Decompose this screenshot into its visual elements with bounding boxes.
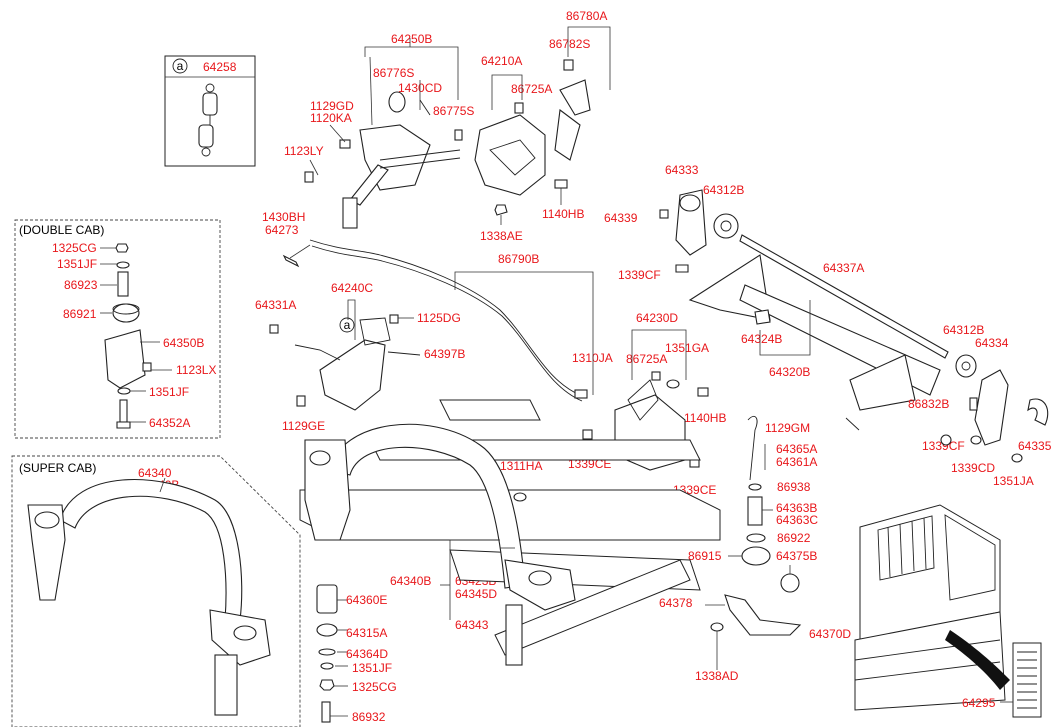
part-64360E[interactable]: 64360E — [346, 593, 387, 607]
right-bracket-drawing — [940, 354, 1049, 463]
bracket-64324B-drawing — [754, 300, 811, 356]
part-64361A[interactable]: 64361A — [776, 455, 817, 469]
part-1338AE[interactable]: 1338AE — [480, 229, 523, 243]
part-64397B[interactable]: 64397B — [424, 347, 465, 361]
callout-a-label-2: a — [344, 318, 351, 332]
part-1339CF-top[interactable]: 1339CF — [618, 268, 661, 282]
part-1430BH[interactable]: 1430BH — [262, 210, 305, 224]
callout-a-circle — [172, 58, 188, 74]
part-86782S[interactable]: 86782S — [549, 37, 590, 51]
part-64363C[interactable]: 64363C — [776, 513, 818, 527]
detail-box-64258 — [164, 55, 256, 167]
part-64375B[interactable]: 64375B — [776, 549, 817, 563]
shaft-assembly-drawing — [659, 189, 949, 411]
part-64378[interactable]: 64378 — [659, 596, 693, 610]
part-86915[interactable]: 86915 — [688, 549, 722, 563]
part-1351JA[interactable]: 1351JA — [993, 474, 1034, 488]
part-1123LX[interactable]: 1123LX — [176, 363, 216, 377]
part-64370D[interactable]: 64370D — [809, 627, 851, 641]
part-1351GA[interactable]: 1351GA — [665, 341, 709, 355]
part-1123LY[interactable]: 1123LY — [284, 144, 324, 158]
part-64240C[interactable]: 64240C — [331, 281, 373, 295]
part-64333[interactable]: 64333 — [665, 163, 699, 177]
part-1129GD[interactable]: 1129GD — [310, 99, 354, 113]
part-1125DG[interactable]: 1125DG — [417, 311, 461, 325]
super-cab-box — [11, 455, 301, 727]
part-86938[interactable]: 86938 — [777, 480, 811, 494]
part-64340B-mid[interactable]: 64340B — [390, 574, 431, 588]
part-86923[interactable]: 86923 — [64, 278, 98, 292]
part-1339CD[interactable]: 1339CD — [951, 461, 995, 475]
part-1140HB-top[interactable]: 1140HB — [542, 207, 584, 221]
part-64250B[interactable]: 64250B — [391, 32, 432, 46]
cable-86790B-drawing — [282, 239, 594, 402]
part-86780A[interactable]: 86780A — [566, 9, 607, 23]
part-64230D[interactable]: 64230D — [636, 311, 678, 325]
part-86725A-mid[interactable]: 86725A — [626, 352, 667, 366]
label-sticker — [1012, 642, 1042, 718]
bracket-64240C-drawing: a — [269, 299, 421, 411]
part-86775S[interactable]: 86775S — [433, 104, 474, 118]
part-64334[interactable]: 64334 — [975, 336, 1009, 350]
part-64210A[interactable]: 64210A — [481, 54, 522, 68]
part-86776S[interactable]: 86776S — [373, 66, 414, 80]
part-64363B[interactable]: 64363B — [776, 501, 817, 515]
part-64324B[interactable]: 64324B — [741, 332, 782, 346]
part-1325CG-bottom[interactable]: 1325CG — [352, 680, 397, 694]
part-1129GM[interactable]: 1129GM — [765, 421, 810, 435]
part-1140HB-mid[interactable]: 1140HB — [684, 411, 726, 425]
part-64295[interactable]: 64295 — [962, 696, 996, 710]
double-cab-parts-drawing — [100, 243, 172, 429]
callout-a-label: a — [177, 59, 184, 73]
part-64273[interactable]: 64273 — [265, 223, 299, 237]
part-1311HA[interactable]: 1311HA — [500, 459, 542, 473]
part-64364D[interactable]: 64364D — [346, 647, 388, 661]
part-1120KA[interactable]: 1120KA — [310, 111, 352, 125]
part-1129GE[interactable]: 1129GE — [282, 419, 325, 433]
part-64315A[interactable]: 64315A — [346, 626, 387, 640]
part-86922[interactable]: 86922 — [777, 531, 811, 545]
part-86725A-top[interactable]: 86725A — [511, 82, 552, 96]
part-64339[interactable]: 64339 — [604, 211, 638, 225]
lever-assembly-64250B-drawing — [304, 38, 463, 229]
part-64352A[interactable]: 64352A — [149, 416, 190, 430]
double-cab-caption: (DOUBLE CAB) — [19, 223, 104, 237]
frame-and-arch-drawing — [299, 399, 721, 723]
part-1351JF-dc1[interactable]: 1351JF — [57, 257, 97, 271]
truck-illustration — [854, 504, 1010, 711]
part-64320B[interactable]: 64320B — [769, 365, 810, 379]
part-86921[interactable]: 86921 — [63, 307, 97, 321]
part-64312B-right[interactable]: 64312B — [943, 323, 984, 337]
part-86932[interactable]: 86932 — [352, 710, 386, 724]
part-64350B[interactable]: 64350B — [163, 336, 204, 350]
part-64345D[interactable]: 64345D — [455, 587, 497, 601]
part-64340-sc[interactable]: 64340 — [138, 466, 172, 480]
spring-clip-drawing — [198, 83, 218, 157]
part-64337A[interactable]: 64337A — [823, 261, 864, 275]
double-cab-box — [14, 219, 221, 439]
part-1339CF-right[interactable]: 1339CF — [922, 439, 965, 453]
label-sticker-marks — [1017, 651, 1037, 709]
part-64312B-top[interactable]: 64312B — [703, 183, 744, 197]
part-64343[interactable]: 64343 — [455, 618, 489, 632]
part-1338AD[interactable]: 1338AD — [695, 669, 739, 683]
part-86790B[interactable]: 86790B — [498, 252, 539, 266]
part-1325CG-dc[interactable]: 1325CG — [52, 241, 97, 255]
part-1310JA[interactable]: 1310JA — [572, 351, 613, 365]
part-64331A[interactable]: 64331A — [255, 298, 296, 312]
part-86832B[interactable]: 86832B — [908, 397, 949, 411]
super-cab-bracket-drawing — [27, 477, 271, 716]
part-1351JF-dc2[interactable]: 1351JF — [149, 385, 189, 399]
part-1351JF-bottom[interactable]: 1351JF — [352, 661, 392, 675]
part-64365A[interactable]: 64365A — [776, 442, 817, 456]
super-cab-caption: (SUPER CAB) — [19, 461, 96, 475]
mount-stack-drawing — [705, 416, 860, 670]
part-64258[interactable]: 64258 — [203, 60, 237, 74]
part-64335[interactable]: 64335 — [1018, 439, 1052, 453]
bracket-64210A-drawing — [474, 26, 611, 225]
